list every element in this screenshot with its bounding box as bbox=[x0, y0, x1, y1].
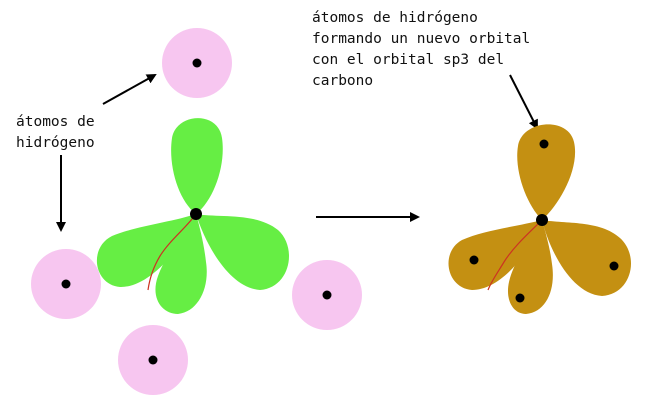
arrow-to-top-hydrogen bbox=[102, 74, 157, 105]
hydrogen-atom-right bbox=[292, 260, 362, 330]
new-orbital-label-line-1: átomos de hidrógeno bbox=[312, 10, 478, 26]
merged-h-nucleus-right bbox=[609, 261, 619, 271]
new-orbital-label: átomos de hidrógeno formando un nuevo orb… bbox=[312, 8, 530, 92]
merged-orbital bbox=[448, 124, 632, 314]
hydrogen-atom-left bbox=[31, 249, 101, 319]
hydrogen-atoms-label-line-1: átomos de bbox=[16, 114, 95, 130]
merged-h-nucleus-bottom bbox=[515, 293, 525, 303]
merged-lobe-down bbox=[507, 220, 553, 314]
merged-h-nucleus-left bbox=[469, 255, 479, 265]
merged-bond-line bbox=[487, 219, 543, 291]
hydrogen-atoms-label: átomos de hidrógeno bbox=[16, 112, 95, 154]
merged-lobe-left bbox=[448, 220, 542, 290]
hydrogen-atom-bottom bbox=[118, 325, 188, 395]
hydrogen-atoms-label-line-2: hidrógeno bbox=[16, 135, 95, 151]
carbon-nucleus bbox=[190, 208, 202, 220]
sp3-lobe-left bbox=[96, 214, 196, 288]
merged-lobe-right bbox=[542, 220, 632, 296]
merged-carbon-nucleus bbox=[536, 214, 548, 226]
merged-lobe-up bbox=[517, 124, 576, 220]
new-orbital-label-line-3: con el orbital sp3 del bbox=[312, 52, 505, 68]
carbon-sp3-orbital bbox=[96, 118, 290, 314]
hydrogen-atom-top bbox=[162, 28, 232, 98]
sp3-lobe-right bbox=[196, 214, 290, 290]
sp3-lobe-down bbox=[155, 214, 207, 314]
new-orbital-label-line-2: formando un nuevo orbital bbox=[312, 31, 531, 47]
new-orbital-label-line-4: carbono bbox=[312, 73, 374, 89]
sp3-lobe-up bbox=[171, 118, 223, 214]
merged-h-nucleus-top bbox=[539, 139, 549, 149]
arrow-to-merged-orbital bbox=[509, 74, 538, 130]
bond-line bbox=[147, 213, 197, 291]
